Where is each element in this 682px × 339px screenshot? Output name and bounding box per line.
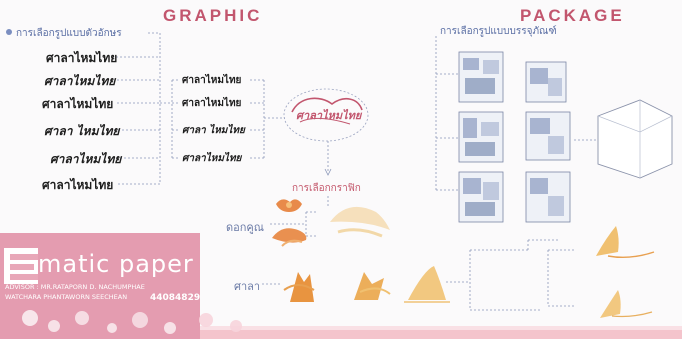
font-variant: ศาลาไหมไทย	[182, 153, 242, 164]
package-box	[597, 99, 673, 179]
package-title: PACKAGE	[520, 6, 625, 25]
flower-label: ดอกคูณ	[226, 221, 264, 234]
brand-block	[0, 233, 242, 339]
font-connectors	[112, 32, 285, 185]
flower-graphics	[272, 199, 390, 247]
brand-title: Ematic paper	[38, 250, 194, 278]
font-variant: ศาลาไหมไทย	[182, 98, 242, 109]
graphic-connectors	[262, 196, 575, 311]
logo-badge	[283, 88, 369, 142]
font-sample: ศาลาไหมไทย	[50, 152, 122, 166]
package-selection-label: การเลือกรูปแบบบรรจุภัณฑ์	[440, 26, 557, 37]
font-sample: ศาลาไหมไทย	[42, 97, 114, 111]
sala-graphics	[283, 226, 655, 318]
brand-line2: WATCHARA PHANTAWORN SEECHEAN	[5, 293, 128, 301]
font-sample: ศาลา ไหมไทย	[44, 124, 120, 138]
sala-label: ศาลา	[234, 280, 261, 293]
brand-advisor: ADVISOR : MR.RATAPORN D. NACHUMPHAE	[5, 283, 145, 291]
font-sample: ศาลาไหมไทย	[44, 74, 116, 88]
font-sample: ศาลาไหมไทย	[42, 178, 114, 192]
font-variant: ศาลา ไหมไทย	[182, 125, 245, 136]
font-selection-label: การเลือกรูปแบบตัวอักษร	[16, 28, 122, 39]
font-variant: ศาลาไหมไทย	[182, 75, 242, 86]
graphic-selection-label: การเลือกกราฟิก	[292, 183, 361, 194]
bottom-stripe	[0, 330, 682, 339]
graphic-title: GRAPHIC	[163, 6, 263, 25]
bottom-stripe-light	[0, 326, 682, 330]
logo-down-connector	[324, 141, 332, 176]
logo-text: ศาลาไหมไทย	[296, 109, 362, 122]
font-sample: ศาลาไหมไทย	[46, 51, 118, 65]
bullet-icon	[6, 29, 12, 35]
package-connectors	[435, 36, 596, 191]
brand-code: 44084829	[150, 293, 201, 303]
package-sketches	[458, 51, 571, 223]
